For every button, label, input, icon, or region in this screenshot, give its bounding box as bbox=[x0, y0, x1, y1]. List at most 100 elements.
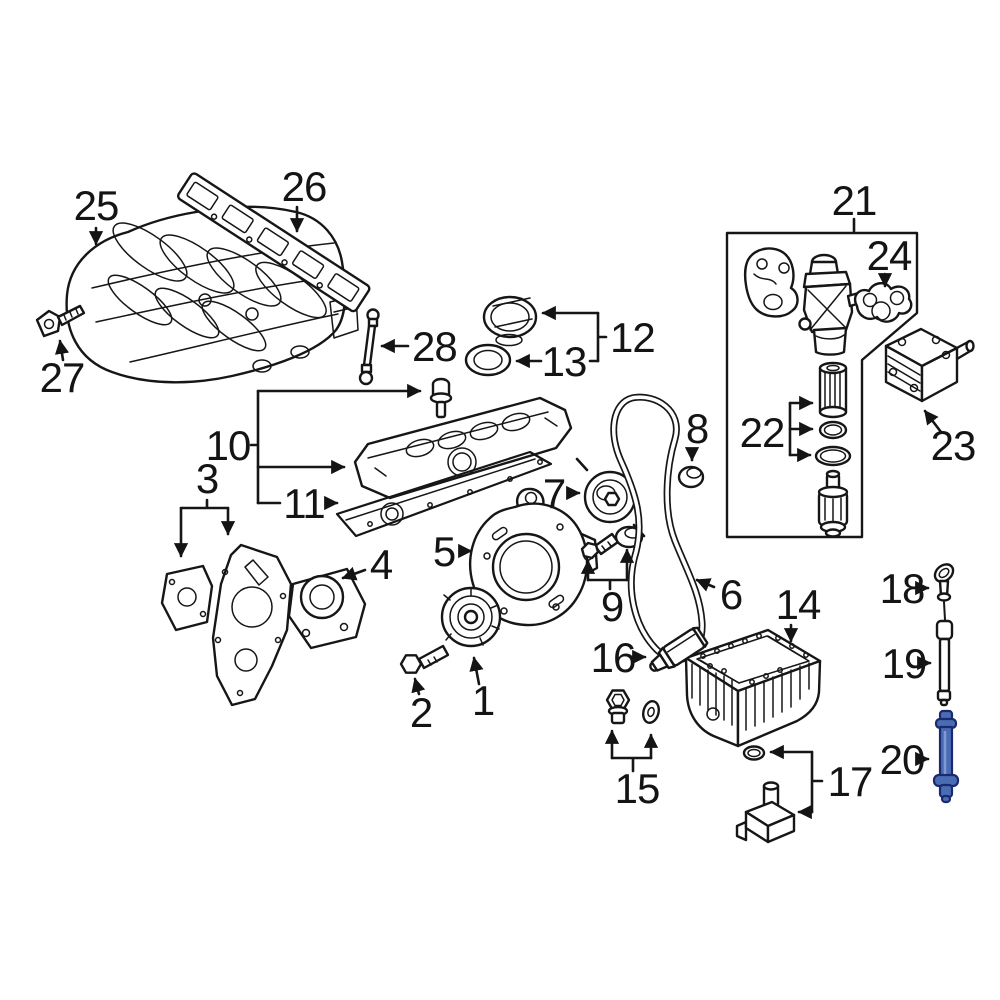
filler-cap-seal-part bbox=[464, 343, 512, 377]
callout-7-label: 7 bbox=[543, 470, 565, 517]
camshaft-sensor-part bbox=[35, 304, 86, 338]
housing-gasket-part bbox=[744, 247, 799, 318]
callout-6-leader bbox=[695, 578, 716, 592]
callout-6-label: 6 bbox=[720, 571, 742, 618]
callout-18-label: 18 bbox=[880, 565, 925, 612]
callout-27-label: 27 bbox=[40, 354, 85, 401]
callout-12: 12 bbox=[541, 305, 656, 363]
callout-21-label: 21 bbox=[832, 177, 877, 224]
callout-9: 9 bbox=[580, 548, 635, 630]
idler-roller-part bbox=[677, 465, 705, 489]
callout-16-label: 16 bbox=[591, 634, 636, 681]
callout-11-label: 11 bbox=[283, 480, 325, 527]
oil-pan-part bbox=[684, 628, 822, 748]
callout-9-bracket bbox=[586, 578, 629, 591]
timing-cover-small-part bbox=[160, 564, 214, 632]
pulley-bolt-part bbox=[399, 644, 450, 674]
cooler-gasket-part bbox=[853, 282, 913, 323]
filter-canister-part bbox=[817, 469, 849, 538]
callout-15-label: 15 bbox=[615, 765, 660, 812]
callout-10: 10 bbox=[206, 383, 422, 505]
callout-4-label: 4 bbox=[370, 541, 393, 588]
oil-filter-assembly-box bbox=[725, 231, 919, 539]
callout-25-label: 25 bbox=[74, 182, 119, 229]
callout-14: 14 bbox=[776, 581, 822, 643]
sealant-tube-part bbox=[649, 626, 709, 672]
timing-cover-part bbox=[211, 543, 293, 707]
callout-5-label: 5 bbox=[433, 528, 455, 575]
callout-24-label: 24 bbox=[867, 232, 912, 279]
callout-17-label: 17 bbox=[828, 758, 873, 805]
callout-9-label: 9 bbox=[601, 583, 623, 630]
callout-21: 21 bbox=[832, 177, 877, 233]
oil-filler-cap-part bbox=[482, 295, 538, 347]
callout-27: 27 bbox=[40, 339, 85, 401]
filter-seal-small-part bbox=[818, 420, 848, 440]
callout-23-label: 23 bbox=[931, 422, 976, 469]
callout-25: 25 bbox=[74, 182, 119, 246]
callout-12-label: 12 bbox=[610, 314, 655, 361]
oil-cooler-part bbox=[884, 327, 975, 403]
callout-10-label: 10 bbox=[206, 422, 251, 469]
callout-13-label: 13 bbox=[542, 338, 587, 385]
filter-seal-large-part bbox=[814, 445, 852, 467]
callout-23-leader bbox=[923, 409, 943, 434]
callout-13: 13 bbox=[515, 338, 600, 385]
callout-28: 28 bbox=[380, 323, 458, 370]
callout-2-label: 2 bbox=[410, 689, 432, 736]
callout-24: 24 bbox=[867, 232, 913, 288]
callout-1: 1 bbox=[469, 656, 495, 724]
callout-11: 11 bbox=[256, 480, 339, 527]
crankshaft-pulley-part bbox=[440, 586, 502, 648]
support-rod-part bbox=[358, 308, 380, 386]
dipstick-tube-lower-part-highlighted bbox=[932, 709, 960, 804]
callout-4-leader bbox=[341, 566, 367, 581]
callout-19-label: 19 bbox=[882, 640, 927, 687]
drain-plug-washer-part bbox=[642, 699, 660, 725]
callout-4: 4 bbox=[341, 541, 394, 588]
callout-8: 8 bbox=[684, 405, 709, 462]
oil-pickup-part bbox=[735, 781, 796, 844]
callout-5: 5 bbox=[433, 528, 473, 575]
callout-22: 22 bbox=[740, 395, 814, 463]
callout-15-bracket bbox=[610, 756, 653, 773]
callout-1-leader bbox=[469, 656, 484, 686]
callout-6: 6 bbox=[695, 571, 743, 618]
callout-20-label: 20 bbox=[880, 736, 925, 783]
callout-3-label: 3 bbox=[196, 455, 218, 502]
callout-26-label: 26 bbox=[282, 163, 327, 210]
callout-16: 16 bbox=[591, 634, 647, 681]
callout-1-label: 1 bbox=[472, 677, 494, 724]
callout-26: 26 bbox=[282, 163, 327, 233]
callout-3-bracket bbox=[179, 498, 230, 510]
dipstick-tube-upper-part bbox=[935, 619, 954, 707]
callout-3: 3 bbox=[173, 455, 236, 558]
callout-14-label: 14 bbox=[776, 581, 821, 628]
callout-2: 2 bbox=[410, 677, 433, 736]
callout-18: 18 bbox=[880, 565, 930, 612]
drain-plug-part bbox=[605, 689, 631, 725]
callout-23: 23 bbox=[923, 409, 976, 469]
valve-cover-gasket-part bbox=[335, 450, 553, 538]
crankshaft-seal-flange-part bbox=[287, 567, 367, 650]
callout-10-bracket bbox=[249, 389, 260, 505]
valve-cover-bolt-part bbox=[429, 377, 453, 419]
callout-8-label: 8 bbox=[686, 405, 708, 452]
callout-15: 15 bbox=[604, 729, 660, 812]
callout-22-label: 22 bbox=[740, 409, 785, 456]
valve-cover-part bbox=[353, 396, 573, 500]
callout-20: 20 bbox=[880, 736, 930, 783]
callout-12-bracket bbox=[596, 311, 608, 363]
callout-28-label: 28 bbox=[412, 323, 457, 370]
callout-7: 7 bbox=[543, 470, 581, 517]
callout-2-leader bbox=[411, 677, 426, 696]
filter-element-part bbox=[818, 361, 848, 419]
callout-17: 17 bbox=[769, 744, 873, 820]
pickup-oring-part bbox=[742, 745, 766, 761]
callout-27-leader bbox=[54, 339, 70, 362]
callout-19: 19 bbox=[882, 640, 932, 687]
callout-17-bracket bbox=[810, 750, 824, 814]
